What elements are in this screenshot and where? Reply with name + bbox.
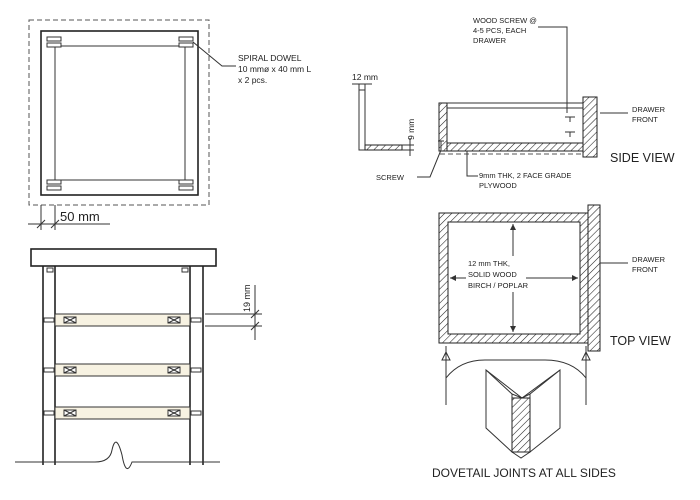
side-bottom-panel xyxy=(446,142,584,152)
screw-icon xyxy=(565,116,575,122)
wood-screw-line2: 4-5 PCS, EACH xyxy=(473,26,526,35)
spiral-dowel-line2: 10 mmø x 40 mm L xyxy=(238,64,311,74)
table-top xyxy=(30,248,217,267)
floor-break-line xyxy=(15,441,220,470)
drawer-front-side-line1: DRAWER xyxy=(632,105,666,114)
l-section-profile xyxy=(358,89,403,151)
dim-19mm: 19 mm xyxy=(205,284,262,340)
side-view: WOOD SCREW @ 4-5 PCS, EACH DRAWER DRAWER… xyxy=(376,16,675,190)
solid-wood-line3: BIRCH / POPLAR xyxy=(468,281,529,290)
screw-icon xyxy=(438,140,444,150)
dovetail-callout-curve xyxy=(445,359,587,379)
plan-corner-dowels xyxy=(46,36,194,191)
plan-outer-frame xyxy=(40,30,199,196)
dovetail-left-board xyxy=(485,368,513,454)
side-drawer-front xyxy=(582,96,598,158)
dovetail-callout-lines xyxy=(445,346,587,405)
plywood-line1: 9mm THK, 2 FACE GRADE xyxy=(479,171,571,180)
plywood-line2: PLYWOOD xyxy=(479,181,517,190)
top-drawer-front xyxy=(587,204,601,352)
side-back-panel xyxy=(438,102,448,152)
dim-50mm-label: 50 mm xyxy=(60,209,100,224)
dovetail-top-edge xyxy=(485,369,561,399)
screw-icon xyxy=(565,131,575,137)
dim-12mm-label: 12 mm xyxy=(352,72,378,82)
solid-wood-line2: SOLID WOOD xyxy=(468,270,517,279)
spiral-dowel-line3: x 2 pcs. xyxy=(238,75,267,85)
dovetail-detail: DOVETAIL JOINTS AT ALL SIDES xyxy=(432,346,616,480)
wood-screw-leader xyxy=(538,26,568,113)
l-section-detail: 12 mm 9 mm xyxy=(352,72,416,156)
elevation-view: 19 mm xyxy=(15,248,262,470)
dim-19mm-label: 19 mm xyxy=(242,284,252,312)
plan-view: SPIRAL DOWEL 10 mmø x 40 mm L x 2 pcs. 5… xyxy=(28,19,311,230)
wood-screw-line3: DRAWER xyxy=(473,36,507,45)
screw-label: SCREW xyxy=(376,173,405,182)
plan-inner-frame xyxy=(54,45,186,181)
wood-screw-line1: WOOD SCREW @ xyxy=(473,16,537,25)
dim-9mm-label: 9 mm xyxy=(406,119,416,140)
dovetail-caption: DOVETAIL JOINTS AT ALL SIDES xyxy=(432,466,616,480)
side-view-title: SIDE VIEW xyxy=(610,151,675,165)
drawer-front-top-line2: FRONT xyxy=(632,265,658,274)
top-view: 12 mm THK, SOLID WOOD BIRCH / POPLAR DRA… xyxy=(438,204,671,352)
l-section-base xyxy=(364,144,403,151)
top-view-title: TOP VIEW xyxy=(610,334,671,348)
plywood-leader xyxy=(466,151,478,177)
dovetail-right-board xyxy=(529,368,561,454)
drawer-front-top-line1: DRAWER xyxy=(632,255,666,264)
dovetail-joint-pins xyxy=(511,397,531,453)
solid-wood-line1: 12 mm THK, xyxy=(468,259,510,268)
screw-leader xyxy=(417,149,442,178)
plan-outline-dashed xyxy=(28,19,210,206)
dim-50mm: 50 mm xyxy=(28,205,110,230)
spiral-dowel-leader xyxy=(192,41,236,67)
elevation-rails xyxy=(43,313,202,420)
spiral-dowel-line1: SPIRAL DOWEL xyxy=(238,53,302,63)
drawer-front-side-line2: FRONT xyxy=(632,115,658,124)
